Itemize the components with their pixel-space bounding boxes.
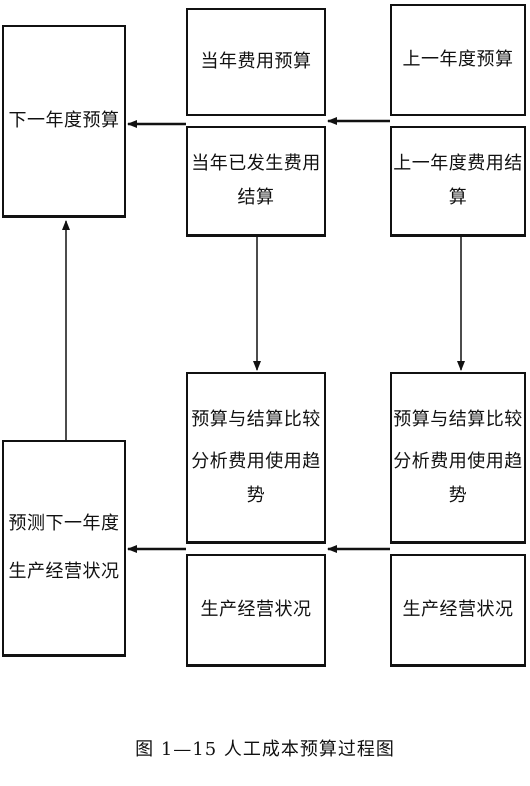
current-year-budget-box: 当年费用预算 [186, 8, 326, 116]
current-operation-label: 生产经营状况 [200, 599, 312, 620]
next-year-budget-box: 下一年度预算 [2, 25, 126, 218]
prev-year-settlement-box: 上一年度费用结算 [390, 126, 526, 237]
next-year-budget-label: 下一年度预算 [8, 110, 120, 131]
prev-compare-box: 预算与结算比较 分析费用使用趋势 [390, 372, 526, 544]
prev-year-settlement-label: 上一年度费用结算 [393, 153, 523, 208]
forecast-label-line1: 预测下一年度 [8, 513, 120, 534]
current-year-settlement-label: 当年已发生费用结算 [191, 153, 321, 208]
prev-year-budget-box: 上一年度预算 [390, 4, 526, 116]
current-year-settlement-box: 当年已发生费用结算 [186, 126, 326, 237]
prev-year-budget-label: 上一年度预算 [402, 49, 514, 70]
current-year-budget-label: 当年费用预算 [200, 51, 312, 72]
prev-operation-box: 生产经营状况 [390, 554, 526, 667]
figure-caption: 图 1—15 人工成本预算过程图 [135, 739, 395, 760]
prev-operation-label: 生产经营状况 [402, 599, 514, 620]
forecast-box: 预测下一年度 生产经营状况 [2, 440, 126, 657]
current-compare-label-line2: 分析费用使用趋势 [191, 450, 321, 506]
forecast-label-line2: 生产经营状况 [8, 561, 120, 582]
current-compare-box: 预算与结算比较 分析费用使用趋势 [186, 372, 326, 544]
prev-compare-label-line2: 分析费用使用趋势 [393, 450, 523, 506]
prev-compare-label-line1: 预算与结算比较 [393, 408, 523, 430]
current-compare-label-line1: 预算与结算比较 [191, 408, 321, 430]
current-operation-box: 生产经营状况 [186, 554, 326, 667]
